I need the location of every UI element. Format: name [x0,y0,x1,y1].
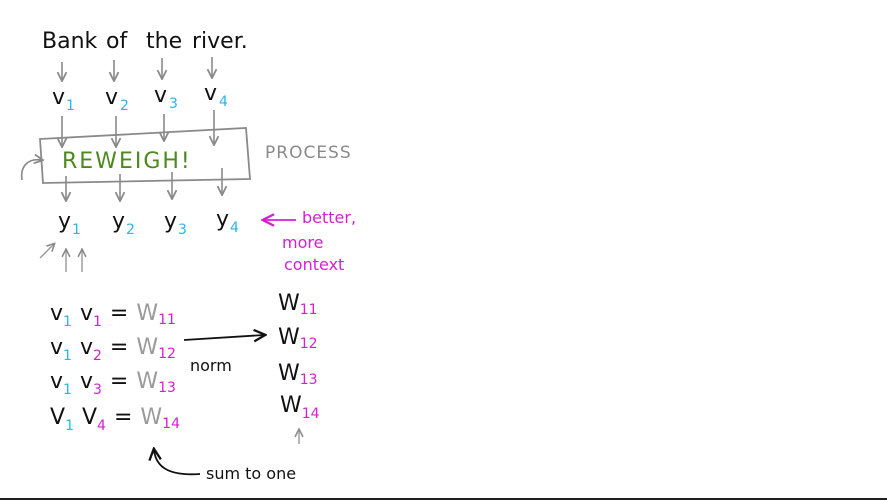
vector-subscript: 1 [72,222,81,238]
eq-w-sub: 11 [158,312,176,328]
arrow-right-icon [183,335,264,340]
output-vector-2: y2 [112,209,135,238]
sentence-word-3: the [146,29,182,54]
vector-letter: v [154,83,167,108]
sentence: Bank of the river. [42,29,248,54]
sentence-word-1: Bank [42,29,98,54]
eq-b: v [80,301,93,326]
curved-arrow-icon [154,450,201,476]
sum-label: sum to one [206,464,296,483]
process-to-output-arrows [66,168,222,200]
eq-a: v [50,301,63,326]
vector-subscript: 3 [178,222,187,238]
eq-a: v [50,369,63,394]
eq-b-sub: 4 [97,418,106,434]
sentence-word-2: of [106,29,128,54]
normalized-weights: W11 W12 W13 W14 [278,291,320,444]
vector-subscript: 1 [66,98,75,114]
vector-to-process-arrows [62,110,214,146]
normalized-weight-4: W14 [280,393,320,422]
eq-b: v [80,335,93,360]
eq-a-sub: 1 [63,314,72,330]
output-vector-4: y4 [216,207,239,236]
eq-w: W [136,335,158,360]
eq-sign: = [110,301,128,326]
weight-letter: W [278,325,300,350]
bottom-border [0,498,887,500]
eq-b: V [82,405,97,430]
eq-a-sub: 1 [65,418,74,434]
eq-w-sub: 13 [158,380,176,396]
process-box-outline [39,127,251,184]
output-vector-1: y1 [58,209,81,238]
annotation-line-3: context [284,255,344,274]
weight-subscript: 11 [300,302,318,318]
vector-letter: v [52,85,65,110]
normalized-weight-2: W12 [278,325,318,352]
normalized-weight-3: W13 [278,361,318,388]
eq-b: v [80,369,93,394]
eq-w: W [140,405,162,430]
weight-subscript: 12 [300,336,318,352]
process-box: REWEIGH! PROCESS [20,127,352,184]
vector-letter: y [58,209,71,234]
vector-letter: v [204,81,217,106]
vector-subscript: 3 [169,96,178,112]
vector-letter: v [105,85,118,110]
norm-step: norm [183,335,264,375]
eq-sign: = [114,405,132,430]
vector-letter: y [112,209,125,234]
eq-b-sub: 1 [93,314,102,330]
normalized-weight-1: W11 [278,291,318,318]
eq-a: V [50,405,65,430]
eq-b-sub: 3 [93,382,102,398]
weight-letter: W [280,393,302,418]
norm-label: norm [190,356,232,375]
weight-subscript: 14 [302,406,320,422]
annotation-line-2: more [282,233,323,252]
eq-w: W [136,301,158,326]
vector-subscript: 2 [126,222,135,238]
weight-letter: W [278,361,300,386]
loop-arrow-icon [20,160,42,181]
vector-subscript: 4 [230,220,239,236]
eq-b-sub: 2 [93,348,102,364]
process-label: REWEIGH! [62,149,192,174]
output-vector-3: y3 [164,209,187,238]
annotation-line-1: better, [302,208,356,227]
output-vectors: y1 y2 y3 y4 [58,207,239,238]
eq-w: W [136,369,158,394]
sum-note: sum to one [154,450,296,483]
weight-subscript: 13 [300,372,318,388]
eq-w-sub: 12 [158,346,176,362]
word-to-vector-arrows [62,57,212,80]
vector-letter: y [216,207,229,232]
eq-sign: = [110,369,128,394]
eq-sign: = [110,335,128,360]
process-side-label: PROCESS [265,143,352,163]
eq-a-sub: 1 [63,382,72,398]
eq-a: v [50,335,63,360]
vector-subscript: 2 [120,98,129,114]
feedback-arrows [39,244,82,272]
weight-letter: W [278,291,300,316]
vector-letter: y [164,209,177,234]
vector-subscript: 4 [219,94,228,110]
eq-a-sub: 1 [63,348,72,364]
sentence-word-4: river. [192,29,248,54]
input-vector-1: v1 [52,85,75,114]
arrow-up-icon [39,244,54,259]
eq-w-sub: 14 [162,416,180,432]
output-annotation: better, more context [264,208,356,274]
